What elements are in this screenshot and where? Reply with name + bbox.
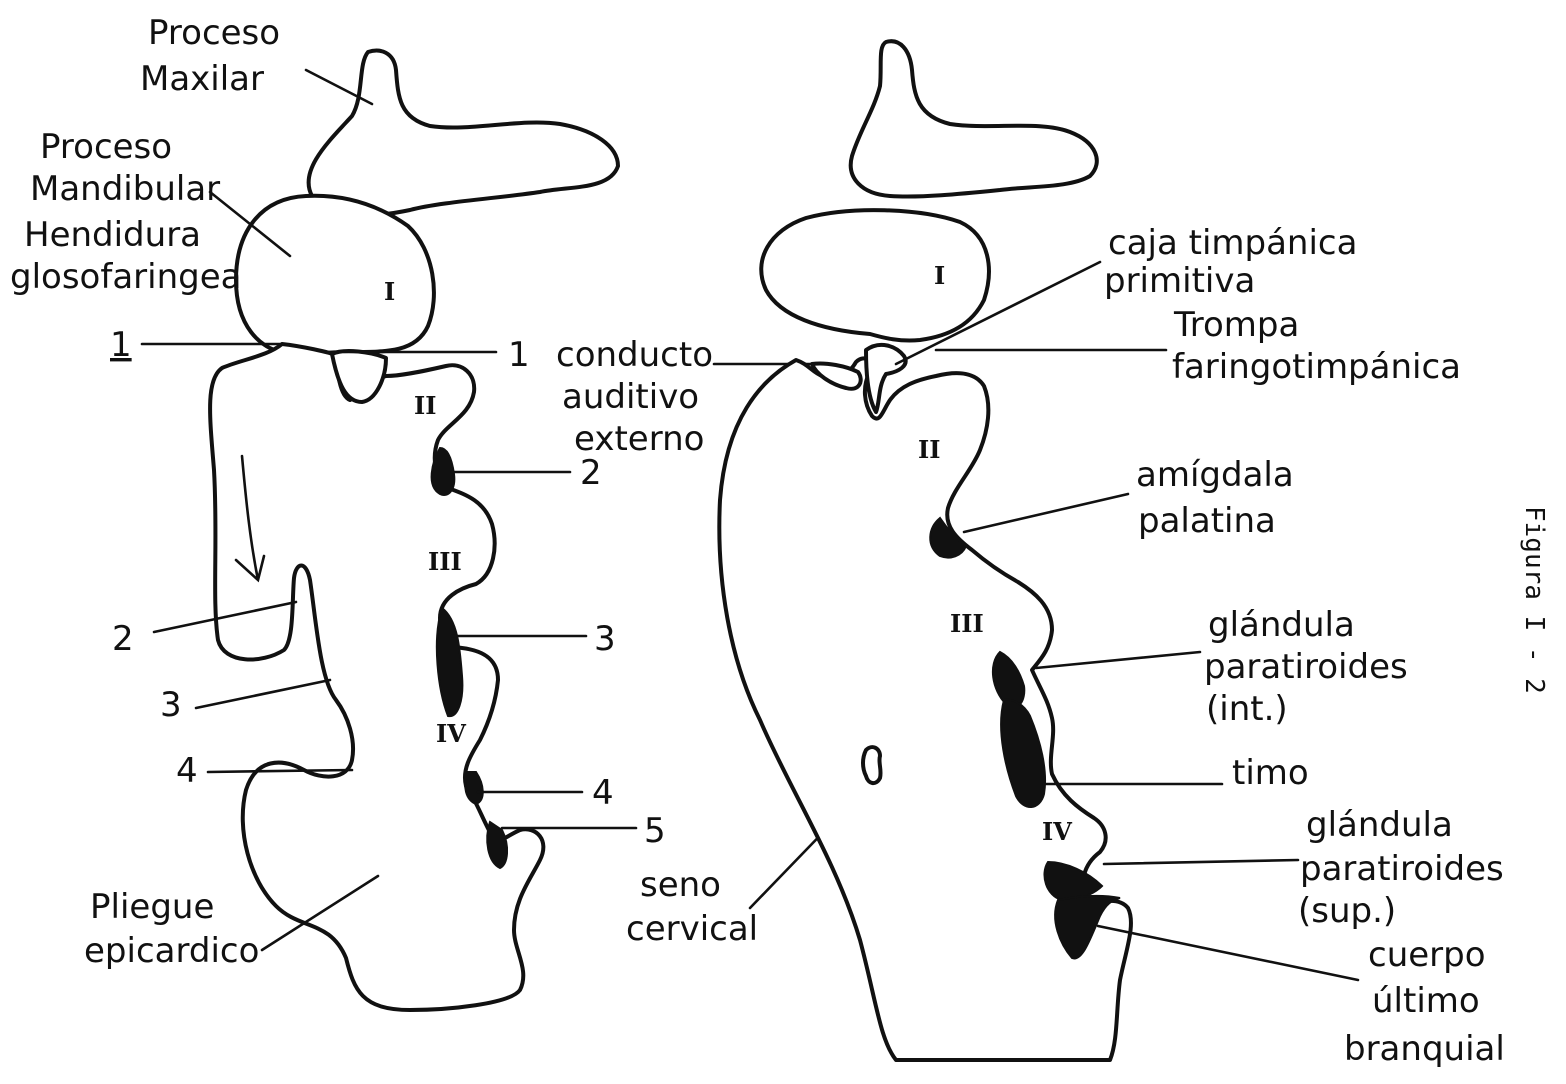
leader-left-4 <box>208 770 352 772</box>
arch-label-IV: IV <box>436 719 466 748</box>
right-maxillary-process <box>851 41 1097 196</box>
label-caja-1: caja timpánica <box>1108 223 1357 263</box>
right-arch-label-IV: IV <box>1042 817 1072 846</box>
label-proceso-maxilar-2: Maxilar <box>140 59 264 99</box>
leader-left-3 <box>196 680 330 708</box>
left-mandibular-process <box>236 196 434 354</box>
right-mandibular-process <box>761 210 989 340</box>
leader-cuerpo <box>1098 926 1358 980</box>
label-paratiroides-sup-2: paratiroides <box>1300 849 1504 889</box>
label-seno-1: seno <box>640 865 721 905</box>
seno-cervical-pocket <box>863 747 881 783</box>
left-panel: I II III IV Proceso Maxilar Proceso Mand… <box>10 13 666 1010</box>
left-maxillary-process <box>309 51 618 216</box>
left-pharyngeal-body <box>210 344 543 1010</box>
right-arch-label-II: II <box>918 435 940 464</box>
right-number-2: 2 <box>580 453 602 493</box>
right-number-1: 1 <box>508 335 530 375</box>
left-number-2: 2 <box>112 619 134 659</box>
leader-paratiroides-int <box>1036 652 1200 668</box>
label-cuerpo-2: último <box>1372 981 1480 1021</box>
label-paratiroides-sup-1: glándula <box>1306 805 1453 845</box>
label-cuerpo-1: cuerpo <box>1368 935 1486 975</box>
label-paratiroides-int-3: (int.) <box>1206 689 1288 729</box>
right-number-5: 5 <box>644 811 666 851</box>
label-proceso-maxilar-1: Proceso <box>148 13 280 53</box>
arch-label-I: I <box>384 277 395 306</box>
left-number-1: 1 <box>110 325 132 365</box>
label-caja-2: primitiva <box>1104 261 1255 301</box>
label-cuerpo-3: branquial <box>1344 1029 1505 1069</box>
leader-paratiroides-sup <box>1104 860 1298 864</box>
label-trompa-2: faringotimpánica <box>1172 347 1461 387</box>
right-panel: I II III IV caja timpánica primitiva Tro… <box>719 41 1504 1069</box>
label-pliegue-2: epicardico <box>84 931 259 971</box>
arch-label-II: II <box>414 391 436 420</box>
left-number-3: 3 <box>160 685 182 725</box>
label-amigdala-1: amígdala <box>1136 455 1294 495</box>
label-hendidura-1: Hendidura <box>24 215 201 255</box>
right-number-3: 3 <box>594 619 616 659</box>
label-paratiroides-int-2: paratiroides <box>1204 647 1408 687</box>
right-arch-label-I: I <box>934 261 945 290</box>
paratiroides-sup-mass <box>1044 862 1102 900</box>
label-amigdala-2: palatina <box>1138 501 1276 541</box>
label-proceso-mandibular-1: Proceso <box>40 127 172 167</box>
left-number-4: 4 <box>176 751 198 791</box>
label-conducto-2: auditivo <box>562 377 699 417</box>
label-paratiroides-sup-3: (sup.) <box>1298 891 1396 931</box>
right-arch-label-III: III <box>950 609 984 638</box>
label-timo: timo <box>1232 753 1309 793</box>
arch-label-III: III <box>428 547 462 576</box>
label-seno-2: cervical <box>626 909 758 949</box>
label-conducto-1: conducto <box>556 335 713 375</box>
label-proceso-mandibular-2: Mandibular <box>30 169 220 209</box>
label-conducto-3: externo <box>574 419 704 459</box>
label-hendidura-2: glosofaringea <box>10 257 241 297</box>
figure-caption: Figura I - 2 <box>1519 506 1549 694</box>
label-trompa-1: Trompa <box>1173 305 1299 345</box>
right-number-4: 4 <box>592 773 614 813</box>
leader-amigdala <box>964 494 1128 532</box>
label-pliegue-1: Pliegue <box>90 887 214 927</box>
label-paratiroides-int-1: glándula <box>1208 605 1355 645</box>
